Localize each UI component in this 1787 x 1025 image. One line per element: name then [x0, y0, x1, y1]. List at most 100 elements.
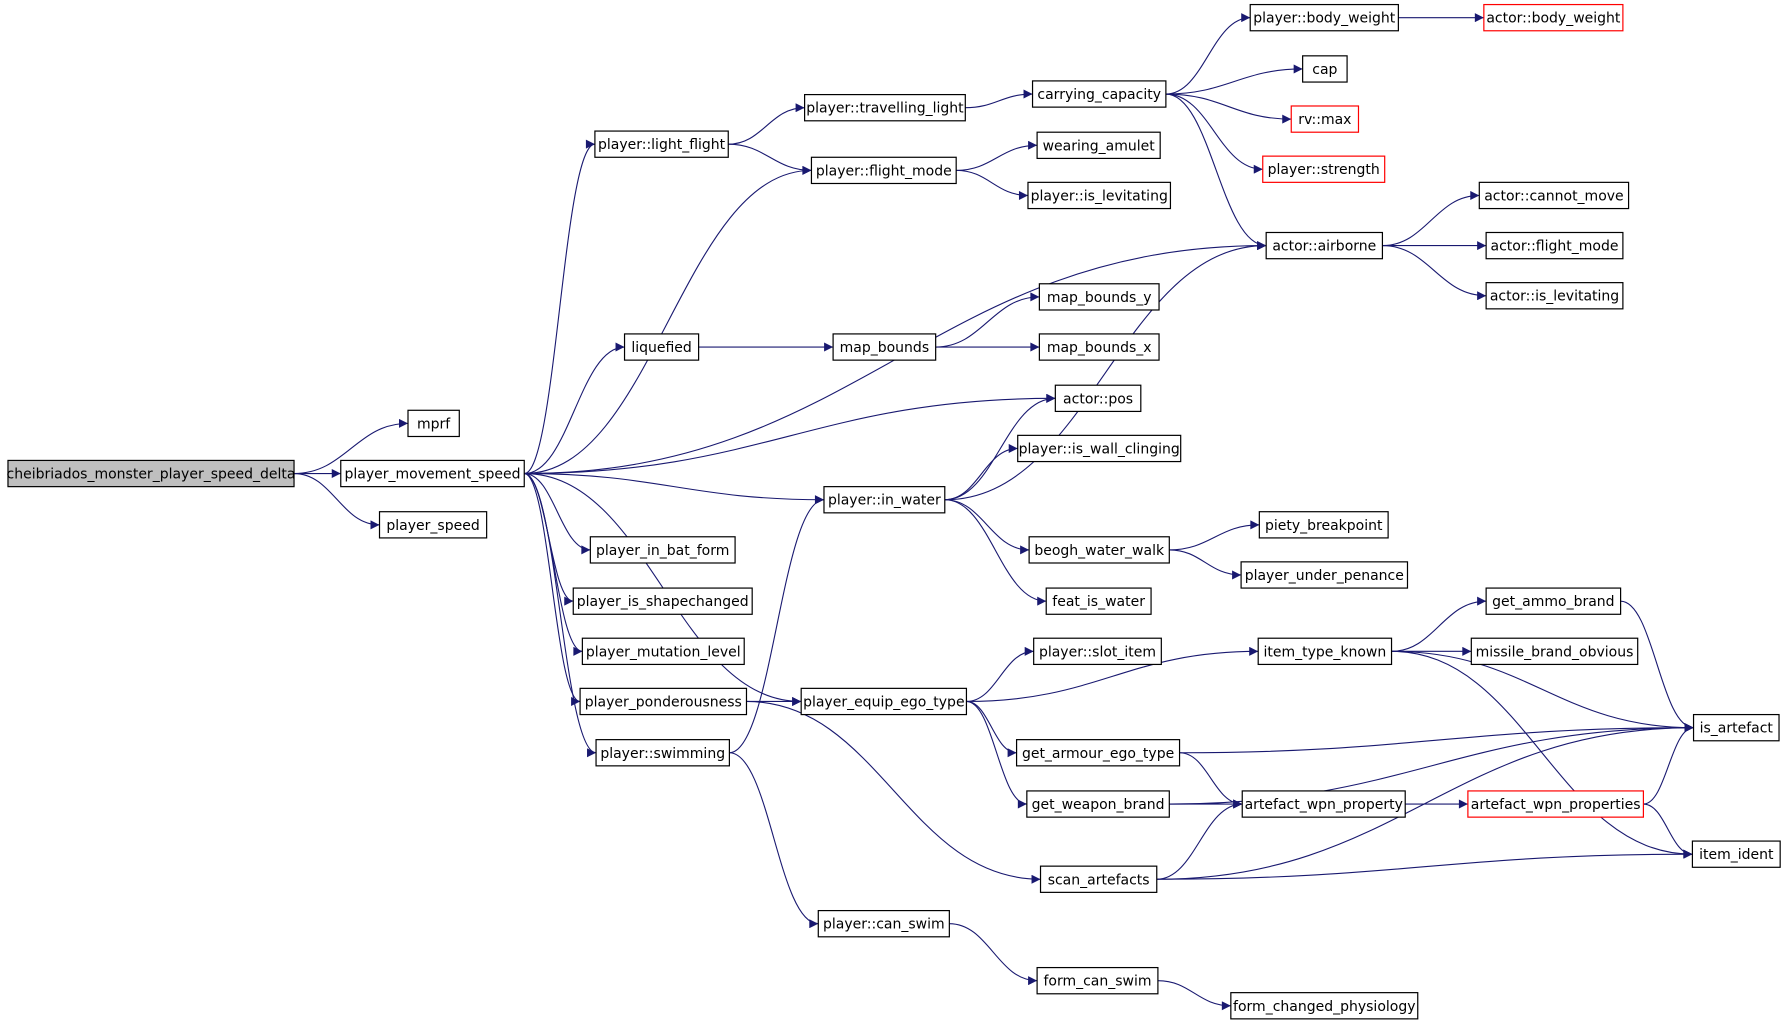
node-fcs[interactable]: form_can_swim	[1036, 966, 1159, 995]
node-pcs[interactable]: player::can_swim	[817, 909, 950, 938]
node-box	[1038, 283, 1160, 311]
node-mprf[interactable]: mprf	[407, 409, 460, 438]
edge-pfm-to-pil	[956, 169, 1028, 200]
node-pisc[interactable]: player_is_shapechanged	[572, 587, 753, 615]
node-root[interactable]: cheibriados_monster_player_speed_delta	[7, 459, 296, 488]
node-label: feat_is_water	[1052, 594, 1145, 610]
node-wam[interactable]: wearing_amulet	[1036, 131, 1161, 160]
node-gab[interactable]: get_ammo_brand	[1485, 587, 1622, 615]
node-box	[572, 587, 753, 615]
node-gwb[interactable]: get_weapon_brand	[1026, 790, 1170, 818]
node-box	[1265, 231, 1384, 260]
node-piw[interactable]: player::in_water	[823, 486, 946, 514]
node-pspeed[interactable]: player_speed	[378, 511, 488, 539]
edge-piw-to-aair	[944, 241, 1267, 501]
node-pup[interactable]: player_under_penance	[1240, 561, 1409, 589]
node-awpn[interactable]: artefact_wpn_property	[1241, 790, 1406, 818]
node-pswim[interactable]: player::swimming	[595, 739, 730, 767]
node-box	[810, 156, 957, 185]
node-ppond[interactable]: player_ponderousness	[579, 687, 748, 716]
edge-plf-to-ptl	[728, 103, 805, 145]
edge-cc-to-cap	[1165, 64, 1303, 95]
edge-bww-to-pup	[1169, 549, 1242, 580]
node-psi[interactable]: player::slot_item	[1033, 637, 1162, 666]
node-box	[589, 536, 736, 564]
edge-gaet-to-awpn	[1179, 752, 1243, 809]
node-box	[1485, 231, 1624, 260]
edge-peet-to-gaet	[966, 700, 1017, 758]
node-itk[interactable]: item_type_known	[1257, 637, 1393, 666]
node-label: player::light_flight	[598, 137, 726, 153]
node-label: player_speed	[386, 518, 479, 534]
node-mbx[interactable]: map_bounds_x	[1038, 333, 1160, 361]
edge-pms-to-plf	[524, 139, 596, 475]
node-mb[interactable]: map_bounds	[832, 333, 937, 361]
node-mbo[interactable]: missile_brand_obvious	[1470, 637, 1639, 666]
edge-layer	[294, 13, 1694, 1011]
node-liq[interactable]: liquefied	[623, 333, 700, 361]
edge-pswim-to-piw	[729, 495, 825, 754]
node-fiw[interactable]: feat_is_water	[1045, 587, 1152, 615]
node-pms[interactable]: player_movement_speed	[340, 459, 525, 488]
node-ptl[interactable]: player::travelling_light	[804, 93, 966, 122]
node-isart[interactable]: is_artefact	[1692, 713, 1780, 742]
edge-pms-to-pibf	[524, 472, 591, 555]
node-pbp[interactable]: piety_breakpoint	[1258, 511, 1389, 539]
node-label: actor::cannot_move	[1484, 188, 1623, 204]
node-pbw[interactable]: player::body_weight	[1249, 3, 1399, 32]
node-pibf[interactable]: player_in_bat_form	[589, 536, 736, 564]
node-box	[1467, 790, 1645, 818]
node-label: actor::pos	[1063, 391, 1133, 407]
node-label: player::is_wall_clinging	[1019, 441, 1180, 457]
node-iid[interactable]: item_ident	[1691, 840, 1781, 868]
node-afm[interactable]: actor::flight_mode	[1485, 231, 1624, 260]
node-pil[interactable]: player::is_levitating	[1027, 181, 1172, 210]
node-piwc[interactable]: player::is_wall_clinging	[1017, 434, 1182, 463]
node-aair[interactable]: actor::airborne	[1265, 231, 1384, 260]
node-box	[1036, 966, 1159, 995]
edge-piw-to-piwc	[944, 443, 1018, 501]
edge-peet-to-psi	[966, 646, 1034, 703]
edge-ppond-to-sca	[746, 700, 1041, 884]
node-label: player::travelling_light	[806, 101, 964, 117]
node-label: item_type_known	[1263, 644, 1386, 660]
node-label: cap	[1312, 62, 1337, 78]
node-label: get_ammo_brand	[1492, 594, 1614, 610]
node-pfm[interactable]: player::flight_mode	[810, 156, 957, 185]
node-peet[interactable]: player_equip_ego_type	[800, 687, 968, 716]
edge-itk-to-gab	[1391, 596, 1487, 652]
node-box	[1230, 992, 1419, 1020]
node-gaet[interactable]: get_armour_ego_type	[1015, 739, 1181, 767]
node-abw[interactable]: actor::body_weight	[1483, 3, 1624, 32]
edge-cc-to-aair	[1165, 93, 1267, 251]
node-box	[594, 130, 729, 158]
node-label: actor::is_levitating	[1490, 289, 1619, 305]
node-box	[623, 333, 700, 361]
node-box	[581, 637, 745, 666]
node-cc[interactable]: carrying_capacity	[1031, 80, 1167, 108]
node-box	[1691, 840, 1781, 868]
node-label: player::is_levitating	[1031, 188, 1168, 204]
node-box	[407, 409, 460, 438]
node-fcp[interactable]: form_changed_physiology	[1230, 992, 1419, 1020]
node-label: actor::body_weight	[1486, 11, 1621, 27]
node-pstr[interactable]: player::strength	[1262, 155, 1386, 183]
node-box	[800, 687, 968, 716]
node-label: get_weapon_brand	[1032, 797, 1165, 813]
node-box	[1302, 55, 1348, 83]
node-label: form_changed_physiology	[1233, 999, 1415, 1015]
node-sca[interactable]: scan_artefacts	[1039, 865, 1158, 893]
node-bww[interactable]: beogh_water_walk	[1028, 536, 1170, 564]
node-label: rv::max	[1298, 112, 1351, 128]
node-plf[interactable]: player::light_flight	[594, 130, 729, 158]
node-pml[interactable]: player_mutation_level	[581, 637, 745, 666]
node-cap[interactable]: cap	[1302, 55, 1348, 83]
node-apos[interactable]: actor::pos	[1054, 384, 1142, 413]
edge-cc-to-pbw	[1165, 13, 1251, 95]
node-awps[interactable]: artefact_wpn_properties	[1467, 790, 1645, 818]
edge-peet-to-gwb	[966, 700, 1027, 809]
node-ail[interactable]: actor::is_levitating	[1485, 282, 1624, 310]
node-acm[interactable]: actor::cannot_move	[1478, 181, 1630, 210]
node-rvmax[interactable]: rv::max	[1290, 105, 1360, 133]
node-mby[interactable]: map_bounds_y	[1038, 283, 1160, 311]
